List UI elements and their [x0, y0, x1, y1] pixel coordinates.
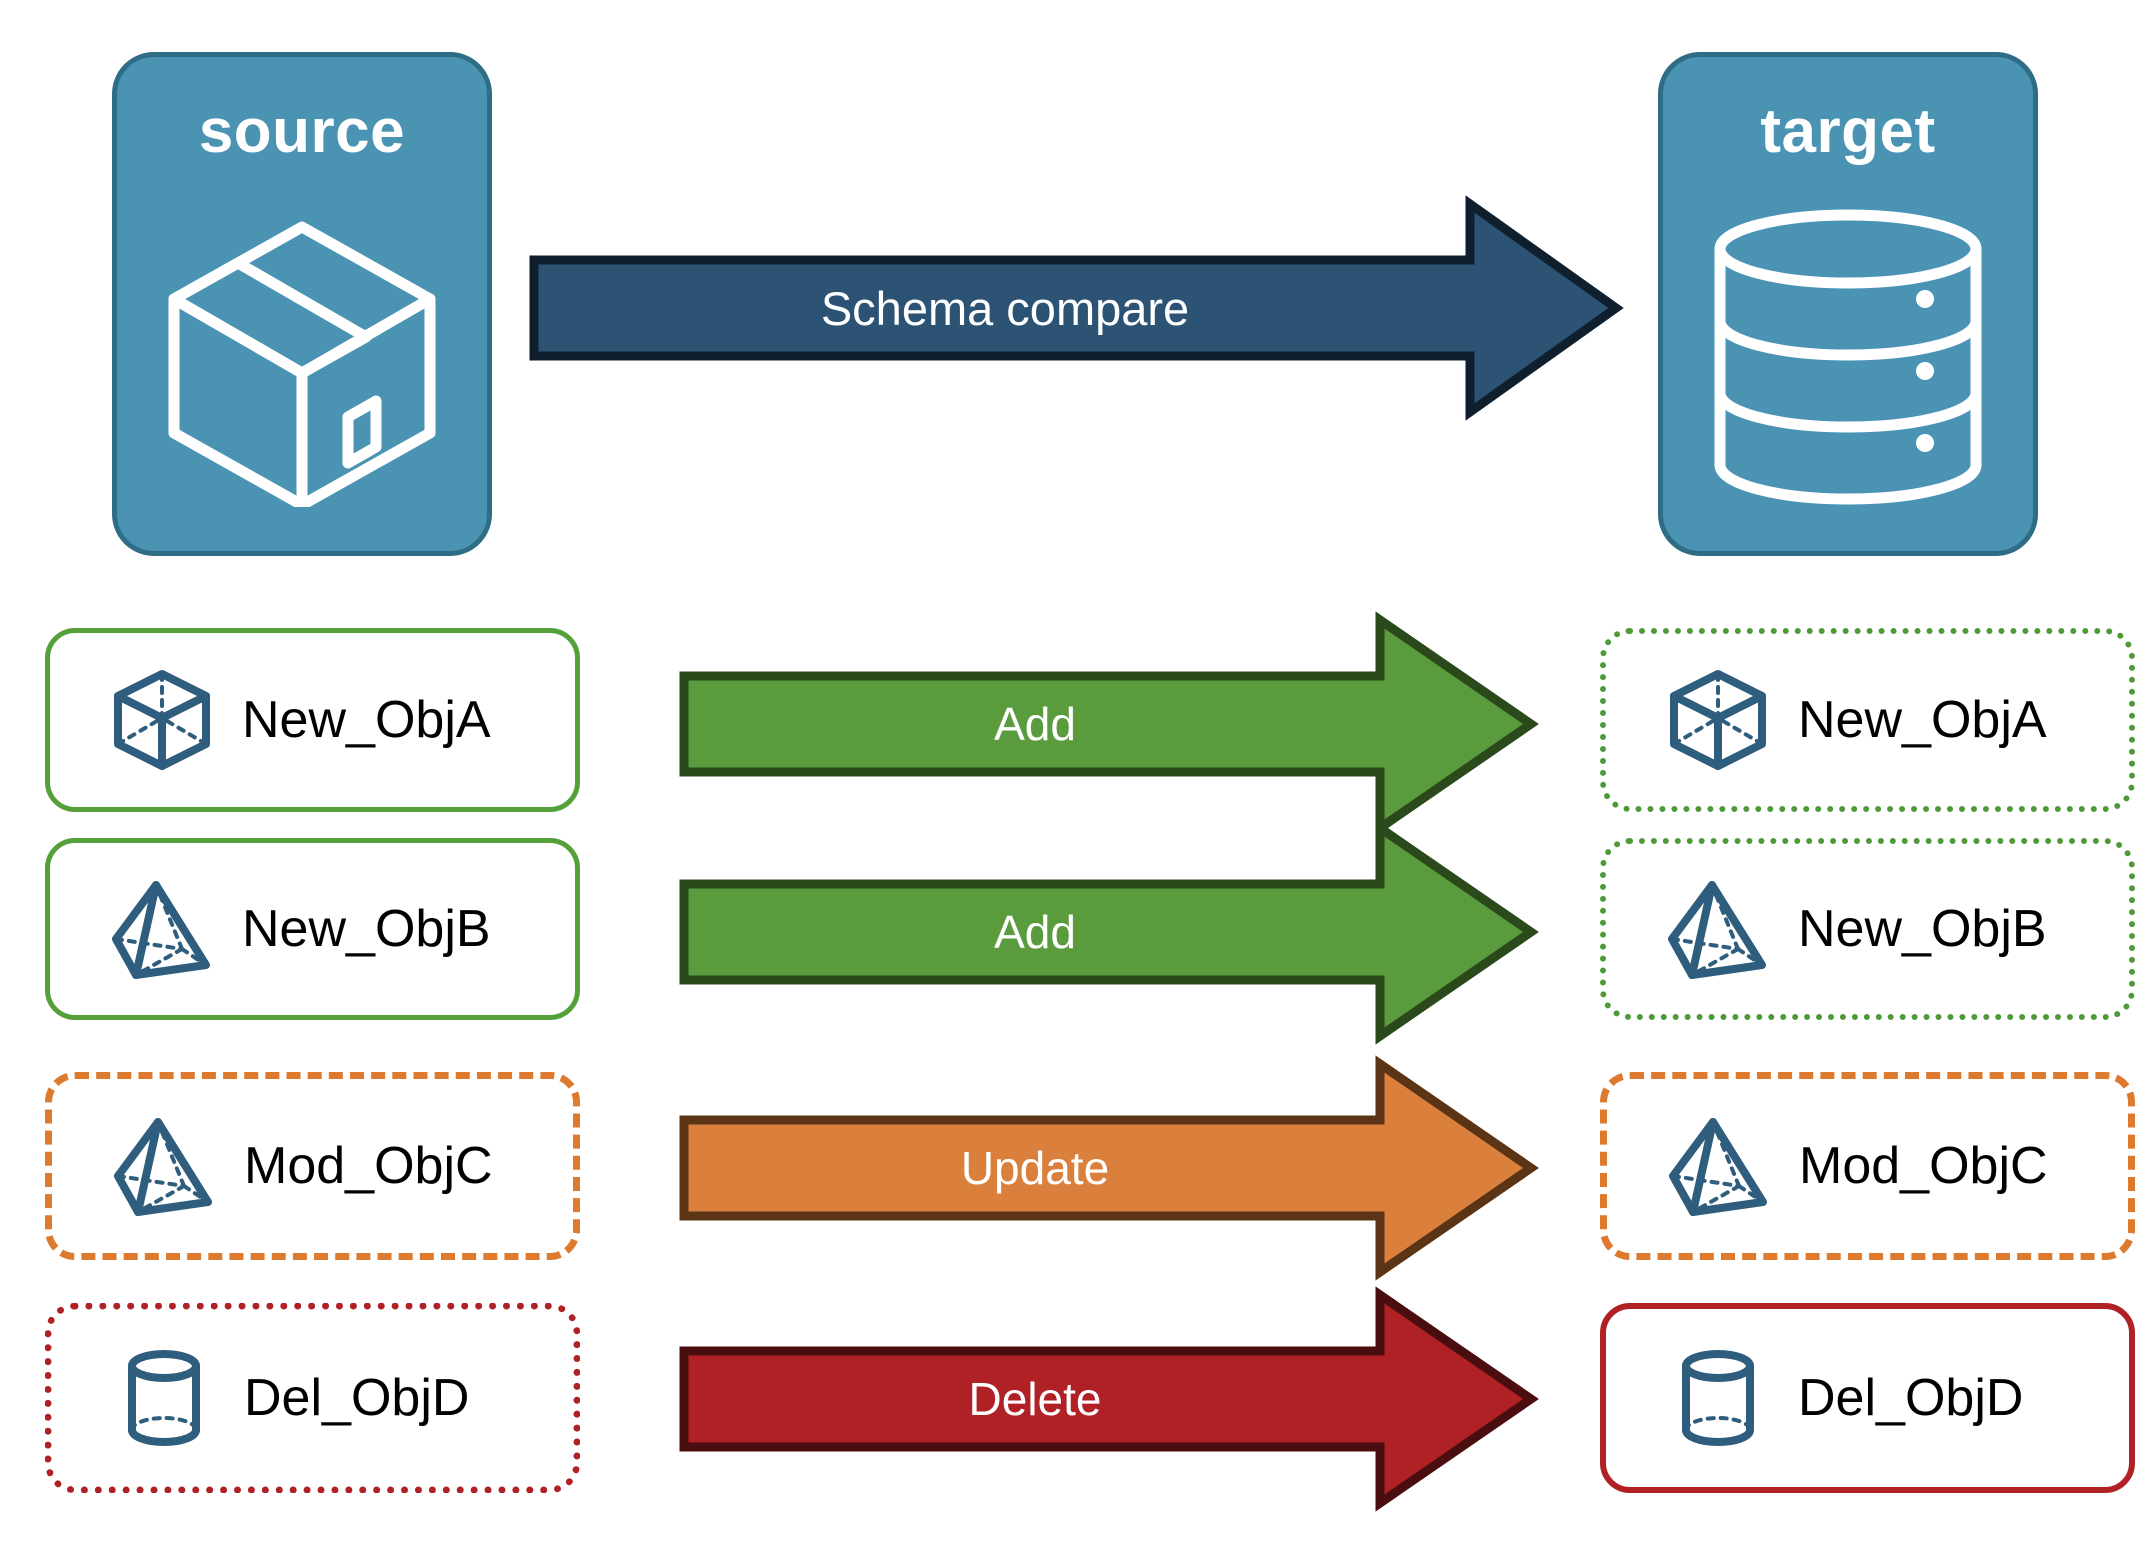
row-action-arrow: Delete [679, 1286, 1539, 1512]
target-object-card[interactable]: New_ObjA [1600, 628, 2135, 812]
comparison-row: New_ObjB Add Ne [0, 819, 2150, 1045]
row-action-arrow: Add [679, 611, 1539, 837]
pyramid-icon [1665, 1112, 1773, 1220]
source-object-label: New_ObjA [242, 691, 491, 749]
pyramid-icon [1664, 875, 1772, 983]
target-object-card[interactable]: New_ObjB [1600, 838, 2135, 1020]
target-object-label: New_ObjA [1798, 691, 2047, 749]
source-object-card[interactable]: New_ObjA [45, 628, 580, 812]
source-object-card[interactable]: Del_ObjD [45, 1303, 580, 1493]
target-object-label: Del_ObjD [1798, 1369, 2024, 1427]
package-box-icon [117, 163, 487, 551]
cube-icon [108, 666, 216, 774]
schema-compare-arrow: Schema compare [529, 195, 1624, 421]
target-object-card[interactable]: Mod_ObjC [1600, 1072, 2135, 1260]
source-object-label: Mod_ObjC [244, 1137, 493, 1195]
source-object-card[interactable]: New_ObjB [45, 838, 580, 1020]
source-endpoint-card: source [112, 52, 492, 556]
target-title: target [1760, 97, 1936, 166]
comparison-row: Mod_ObjC Update [0, 1055, 2150, 1281]
cylinder-icon [1664, 1344, 1772, 1452]
target-object-card[interactable]: Del_ObjD [1600, 1303, 2135, 1493]
comparison-row: Del_ObjD Delete Del_ObjD [0, 1286, 2150, 1512]
source-object-card[interactable]: Mod_ObjC [45, 1072, 580, 1260]
row-action-arrow: Add [679, 819, 1539, 1045]
cube-icon [1664, 666, 1772, 774]
source-title: source [198, 97, 406, 166]
database-cylinder-icon [1663, 163, 2033, 551]
comparison-row: New_ObjA Add New_ [0, 611, 2150, 837]
target-object-label: Mod_ObjC [1799, 1137, 2048, 1195]
pyramid-icon [108, 875, 216, 983]
target-object-label: New_ObjB [1798, 900, 2047, 958]
pyramid-icon [110, 1112, 218, 1220]
row-action-arrow: Update [679, 1055, 1539, 1281]
source-object-label: New_ObjB [242, 900, 491, 958]
source-object-label: Del_ObjD [244, 1369, 470, 1427]
target-endpoint-card: target [1658, 52, 2038, 556]
cylinder-icon [110, 1344, 218, 1452]
